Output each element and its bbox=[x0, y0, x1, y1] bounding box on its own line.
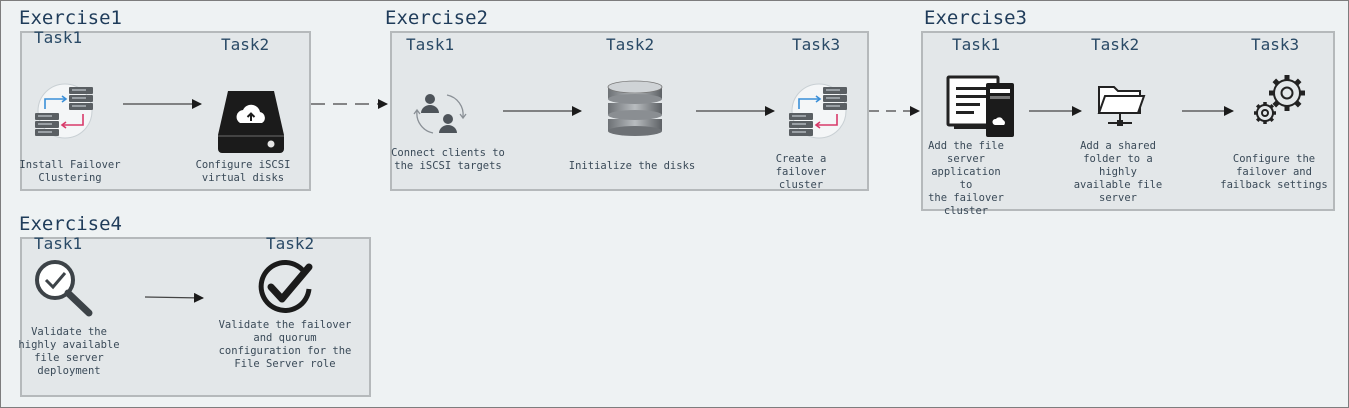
file-server-icon bbox=[946, 75, 1014, 137]
exercise2-task2-label: Task2 bbox=[606, 35, 655, 54]
exercise4-task1-label: Task1 bbox=[34, 234, 83, 253]
exercise3-task1-label: Task1 bbox=[952, 35, 1001, 54]
cloud-drive-icon bbox=[218, 91, 284, 153]
exercise3-task2-label: Task2 bbox=[1091, 35, 1140, 54]
magnifier-check-icon bbox=[35, 260, 93, 317]
exercise1-task1-desc: Install Failover Clustering bbox=[19, 159, 121, 184]
exercise1-task1-label: Task1 bbox=[34, 28, 83, 47]
exercise4-task2-label: Task2 bbox=[266, 234, 315, 253]
exercise3-task3-desc: Configure the failover and failback sett… bbox=[1220, 153, 1328, 191]
exercise2-task3-desc: Create a failover cluster bbox=[775, 153, 827, 191]
shared-folder-icon bbox=[1097, 86, 1146, 126]
exercise3-title: Exercise3 bbox=[924, 7, 1027, 29]
server-cluster-icon bbox=[789, 83, 847, 139]
gears-icon bbox=[1254, 75, 1305, 124]
check-circle-icon bbox=[258, 259, 313, 313]
exercise4-task2-desc: Validate the failover and quorum configu… bbox=[218, 319, 352, 370]
exercise2-task2-desc: Initialize the disks bbox=[568, 160, 696, 172]
users-connect-icon bbox=[413, 94, 467, 134]
database-icon bbox=[607, 80, 663, 136]
exercise1-title: Exercise1 bbox=[19, 7, 122, 29]
exercise3-task1-desc: Add the file server application to the f… bbox=[928, 140, 1004, 217]
exercise3-task2-desc: Add a shared folder to a highly availabl… bbox=[1073, 140, 1163, 204]
exercise2-task1-desc: Connect clients to the iSCSI targets bbox=[391, 147, 505, 172]
server-cluster-icon bbox=[35, 83, 93, 139]
exercise2-task3-label: Task3 bbox=[792, 35, 841, 54]
exercise2-title: Exercise2 bbox=[385, 7, 488, 29]
exercise4-task1-desc: Validate the highly available file serve… bbox=[18, 326, 120, 377]
exercise4-title: Exercise4 bbox=[19, 213, 122, 235]
exercise4-box bbox=[20, 237, 371, 397]
exercise1-task2-desc: Configure iSCSI virtual disks bbox=[195, 159, 291, 184]
exercise2-task1-label: Task1 bbox=[406, 35, 455, 54]
exercise3-task3-label: Task3 bbox=[1251, 35, 1300, 54]
exercise1-task2-label: Task2 bbox=[221, 35, 270, 54]
